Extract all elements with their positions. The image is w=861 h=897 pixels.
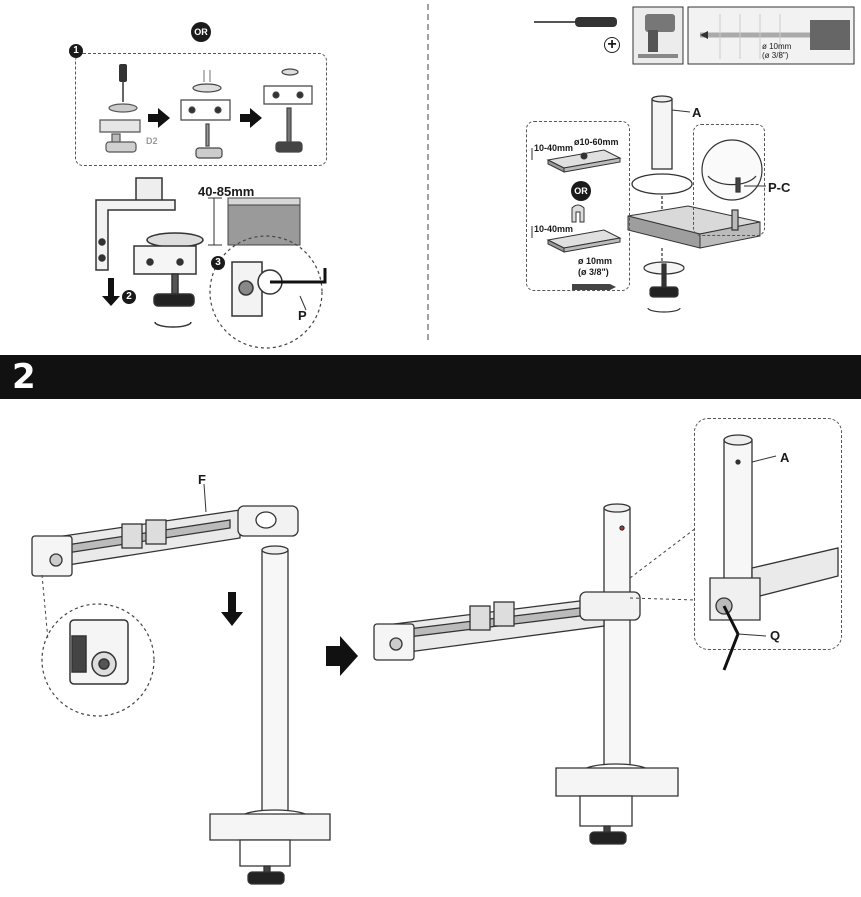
clamp-tag-label: D2 [146, 136, 158, 146]
assembled-monitor-arm [373, 503, 679, 845]
leader-line-a-step2 [751, 455, 777, 463]
arrow-right-icon [240, 108, 262, 128]
label-pc: P-C [768, 180, 791, 195]
inset-box-clamp-assembly [75, 53, 327, 166]
arrow-right-icon [326, 636, 358, 676]
label-q: Q [770, 628, 781, 643]
pole-with-desk-clamp-left [209, 545, 331, 885]
top-thickness-label-2: 10-40mm [534, 224, 574, 234]
desk-block [227, 197, 301, 246]
inset-box-desk-options [526, 121, 630, 291]
inset-box-pole-lock [694, 418, 842, 650]
leader-line-f [203, 483, 207, 513]
label-a-step2: A [780, 450, 790, 465]
label-a-step1: A [692, 105, 702, 120]
screwdriver-icon [119, 64, 127, 102]
badge-step-1: 1 [69, 44, 83, 58]
leader-line-a [671, 109, 691, 113]
leader-line-q [737, 633, 767, 637]
monitor-arm-f [31, 505, 299, 577]
height-range-label: 40-85mm [198, 184, 255, 199]
or-badge-right: OR [571, 181, 591, 201]
label-p: P [298, 308, 307, 323]
drill-size-inch-label: (ø 3/8") [578, 267, 609, 277]
screwdriver-icon [534, 17, 617, 27]
hex-key-detail [231, 261, 327, 317]
hole-diameter-label: ø10-60mm [574, 137, 619, 147]
arm-joint-detail [69, 619, 129, 685]
inset-box-washer-detail [693, 124, 765, 236]
bracket-reassembly-illustration [180, 70, 231, 159]
step-banner: 2 [0, 355, 861, 399]
label-f: F [198, 472, 206, 487]
drill-bit-icon [572, 284, 616, 290]
pole-grommet-illustration [631, 95, 693, 214]
drill-size-label: ø 10mm [578, 256, 613, 266]
desk-top-variant-drill [546, 204, 622, 253]
height-dimension-line [208, 197, 222, 246]
bracket-mounted-illustration [263, 68, 313, 153]
arrow-right-icon [148, 108, 170, 128]
pole-lock-detail [709, 434, 839, 671]
desk-clamp-illustration [95, 177, 204, 328]
drill-photo-size-label: ø 10mm [762, 42, 792, 51]
or-badge-top: OR [191, 22, 211, 42]
desk-top-variant-hole [546, 149, 622, 173]
bracket-with-screw-illustration [99, 103, 141, 153]
under-desk-clamp [643, 248, 685, 313]
leader-line-p [299, 295, 307, 311]
badge-step-2: 2 [122, 290, 136, 304]
step-number: 2 [12, 357, 36, 397]
badge-step-3: 3 [211, 256, 225, 270]
drill-icon [638, 14, 678, 58]
drill-photo-size-inch-label: (ø 3/8") [762, 51, 789, 60]
arrow-down-icon [102, 278, 120, 306]
drill-bit-icon [700, 14, 850, 59]
top-thickness-label-1: 10-40mm [534, 143, 574, 153]
arrow-down-icon [221, 592, 243, 626]
detail-circle-hex-key [209, 235, 323, 349]
washer-screw-detail [701, 139, 763, 231]
plus-sign: + [604, 37, 620, 53]
